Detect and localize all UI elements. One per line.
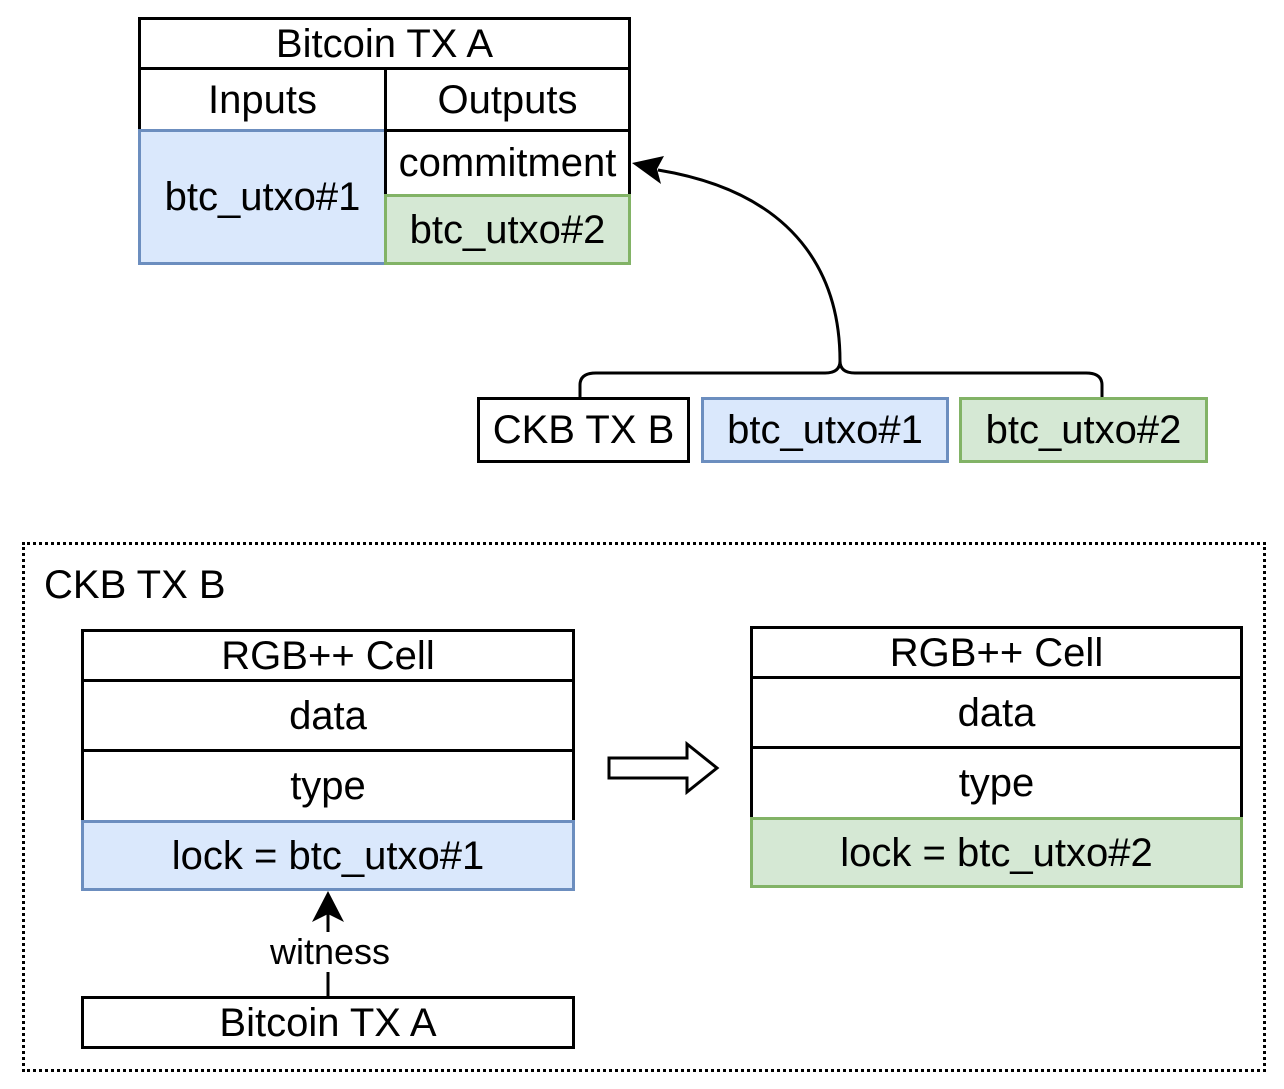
output-commitment-cell: commitment — [384, 129, 631, 197]
utxo-2-ref: btc_utxo#2 — [959, 397, 1208, 463]
input-cell-title: RGB++ Cell — [81, 629, 575, 682]
ckb-tx-b-title: CKB TX B — [44, 563, 226, 607]
outputs-header: Outputs — [384, 67, 631, 132]
btc-tx-a-title: Bitcoin TX A — [138, 17, 631, 70]
input-cell-data: data — [81, 679, 575, 752]
output-cell-title: RGB++ Cell — [750, 626, 1243, 679]
ckb-tx-b-region — [22, 542, 1266, 1072]
commitment-arrowhead — [632, 156, 664, 184]
input-utxo-cell: btc_utxo#1 — [138, 129, 387, 265]
output-cell-lock: lock = btc_utxo#2 — [750, 817, 1243, 888]
output-utxo-cell: btc_utxo#2 — [384, 194, 631, 265]
utxo-1-ref: btc_utxo#1 — [701, 397, 949, 463]
input-cell-type: type — [81, 749, 575, 823]
output-cell-type: type — [750, 746, 1243, 820]
ckb-tx-b-ref: CKB TX B — [477, 397, 690, 463]
commitment-brace — [578, 360, 1104, 397]
input-cell-lock: lock = btc_utxo#1 — [81, 820, 575, 891]
witness-label: witness — [268, 931, 393, 972]
inputs-header: Inputs — [138, 67, 387, 132]
witness-source-box: Bitcoin TX A — [81, 996, 575, 1049]
output-cell-data: data — [750, 676, 1243, 749]
commitment-arrow — [657, 168, 842, 362]
